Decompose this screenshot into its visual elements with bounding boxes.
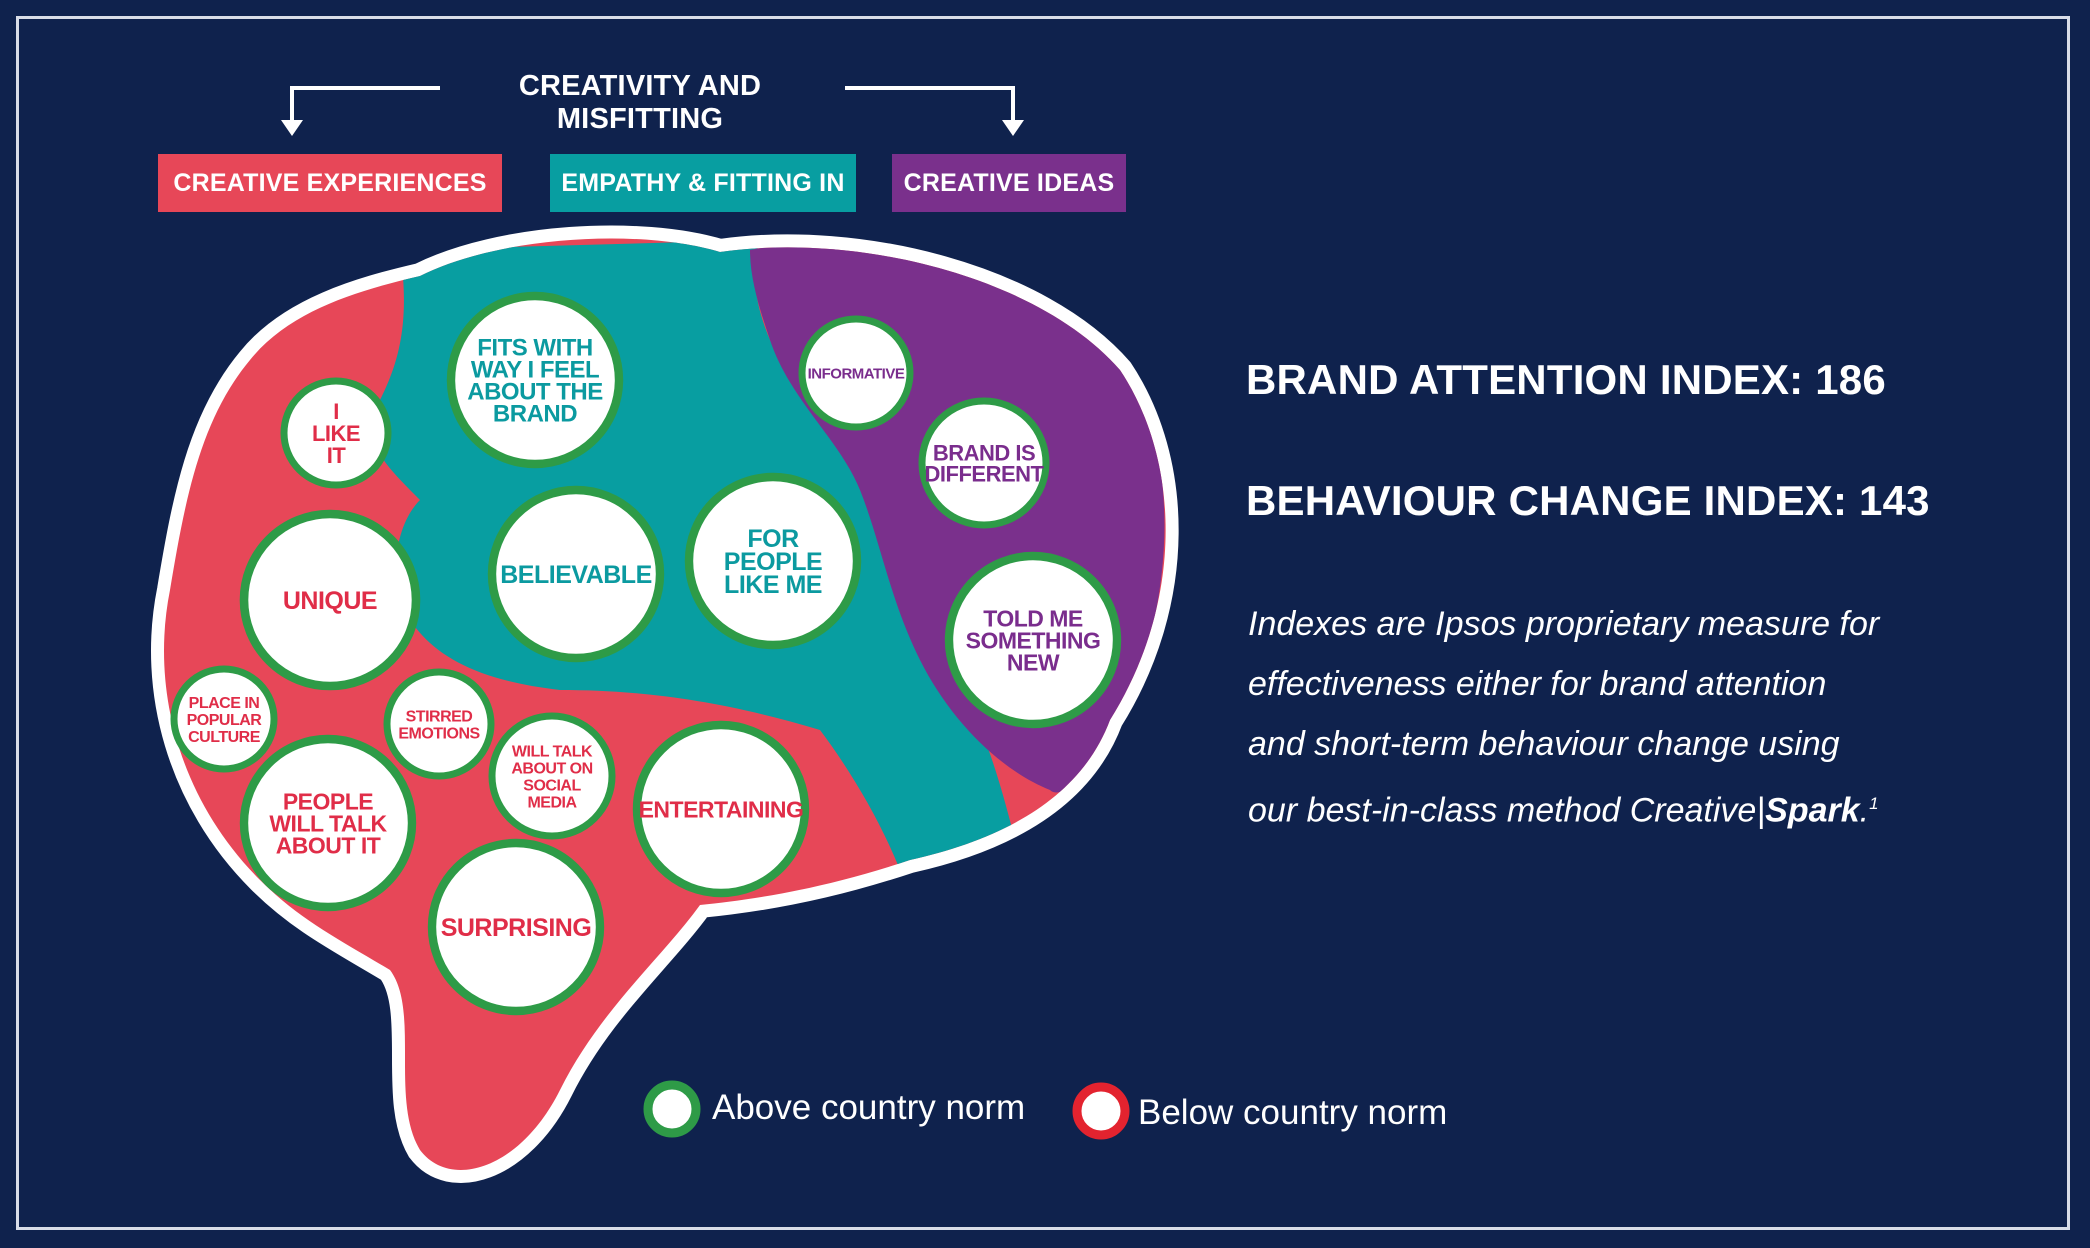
bubble-label-line: BELIEVABLE [500,561,652,589]
bubble-label-line: UNIQUE [283,587,377,615]
bubble-circle [487,485,665,663]
brand-attention-index: BRAND ATTENTION INDEX: 186 [1246,356,1886,403]
bubble-surprising: SURPRISING [427,838,605,1016]
bubble-label-line: STIRRED [406,708,473,725]
bubble-label-line: FOR [747,525,799,553]
bubble-label-line: MEDIA [527,794,577,811]
bubble-circle [280,377,392,489]
bubble-label-line: NEW [1007,649,1060,675]
bubble-label-line: SURPRISING [441,914,592,942]
legend-below-label: Below country norm [1138,1093,1448,1132]
category-label-empathy: EMPATHY & FITTING IN [550,154,856,212]
bubble-label-line: INFORMATIVE [808,365,905,382]
bubble-label-line: ABOUT ON [511,760,592,777]
arrow-right-icon [1002,120,1024,136]
index-description: Indexes are Ipsos proprietary measure fo… [1248,594,1888,840]
bubble-label-line: LIKE [312,421,360,446]
bubble-label-line: WAY I FEEL [471,357,599,384]
bubble-circle [944,551,1122,729]
bubble-entertaining: ENTERTAINING [632,720,810,898]
bubble-label-line: IT [327,443,347,468]
bubble-label-line: BRAND [493,401,577,428]
bubble-label-line: PLACE IN [189,695,260,712]
bubble-label-line: BRAND IS [933,440,1035,465]
bubble-label-line: ENTERTAINING [639,796,804,822]
bubble-label-line: SOMETHING [966,627,1101,653]
bubble-circle [632,720,810,898]
bubble-label-line: WILL TALK [269,810,387,836]
bubble-label-line: ABOUT THE [467,379,603,406]
bubble-label-line: FITS WITH [477,335,592,362]
description-text: Indexes are Ipsos proprietary measure fo… [1248,605,1880,830]
legend-above-label: Above country norm [712,1088,1026,1127]
bubble-circle [427,838,605,1016]
bubble-label-line: PEOPLE [283,788,373,814]
legend-above-marker [643,1080,701,1138]
bubble-circle [239,509,421,691]
bubble-label-line: SOCIAL [523,777,581,794]
arrow-left-icon [281,120,303,136]
bubble-circle [239,734,417,912]
bubble-label-line: TOLD ME [983,605,1083,631]
bubble-circle [170,665,278,773]
behaviour-change-index: BEHAVIOUR CHANGE INDEX: 143 [1246,477,1930,524]
bubble-circle [798,315,914,431]
bubble-label-line: POPULAR [187,712,263,729]
bubble-label-line: ABOUT IT [276,832,381,858]
slide-border [16,16,2070,1230]
bubble-circle [684,472,862,650]
bubble-label-line: I [333,399,339,424]
bubble-label-line: WILL TALK [512,743,593,760]
category-label-creative-experiences: CREATIVE EXPERIENCES [158,154,502,212]
bubble-circle [383,668,495,780]
bubble-unique: UNIQUE [239,509,421,691]
group-heading: CREATIVITY AND MISFITTING [518,70,762,135]
legend-below-marker [1072,1082,1130,1140]
description-footnote: 1 [1869,794,1879,813]
description-suffix: . [1859,791,1870,830]
bubble-label-line: PEOPLE [724,548,822,576]
bubble-circle [446,291,624,469]
bubble-label-line: DIFFERENT [925,461,1045,486]
bubble-circle [918,397,1050,529]
bubble-believable: BELIEVABLE [487,485,665,663]
bubble-circle [488,712,616,840]
description-bold: Spark [1765,791,1860,830]
bubble-informative: INFORMATIVE [798,315,914,431]
category-label-creative-ideas: CREATIVE IDEAS [892,154,1126,212]
bubble-label-line: CULTURE [188,729,261,746]
bubble-label-line: EMOTIONS [398,725,480,742]
bubble-label-line: LIKE ME [724,571,822,599]
bracket-arrows [290,86,1015,126]
